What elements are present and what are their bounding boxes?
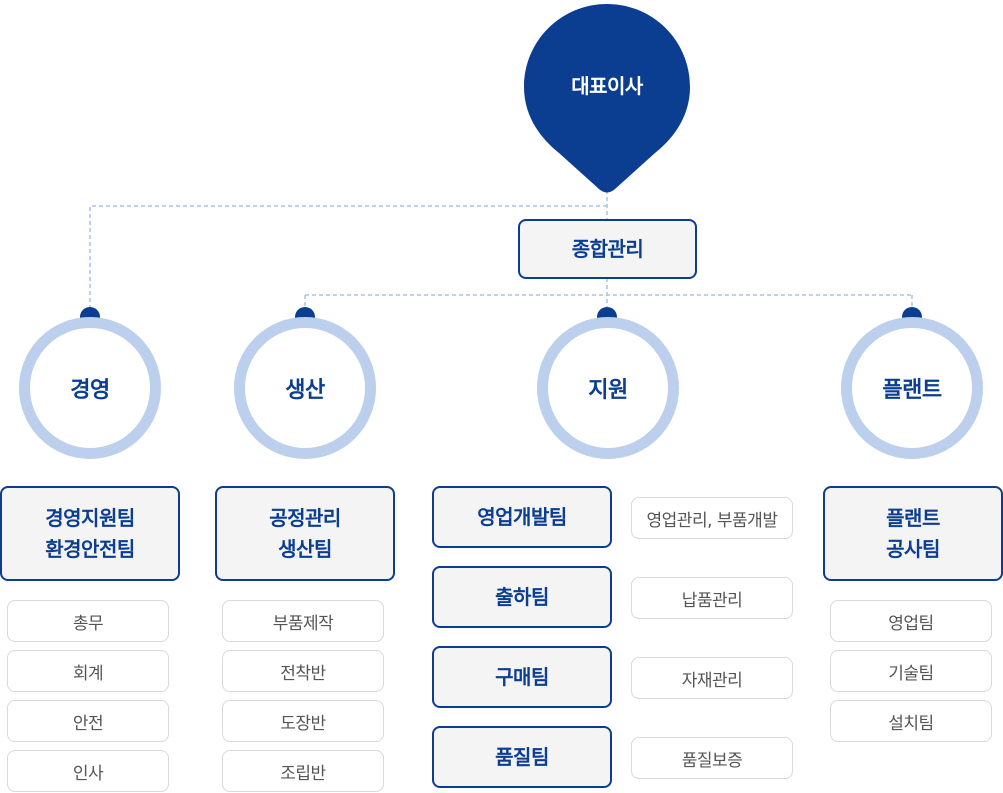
division-plant[interactable]: 플랜트 bbox=[841, 317, 983, 459]
division-kyungyoung[interactable]: 경영 bbox=[19, 317, 161, 459]
sub-item: 총무 bbox=[7, 600, 169, 642]
sub-item: 조립반 bbox=[222, 750, 384, 792]
team-box-saengsan[interactable]: 공정관리 생산팀 bbox=[215, 486, 395, 581]
duty-item: 납품관리 bbox=[631, 577, 793, 619]
division-saengsan[interactable]: 생산 bbox=[234, 317, 376, 459]
team-box-jiwon[interactable]: 영업개발팀 bbox=[432, 486, 612, 548]
ceo-label: 대표이사 bbox=[571, 74, 643, 98]
sub-item: 전착반 bbox=[222, 650, 384, 692]
sub-item: 안전 bbox=[7, 700, 169, 742]
sub-item: 기술팀 bbox=[830, 650, 992, 692]
division-jiwon[interactable]: 지원 bbox=[537, 317, 679, 459]
sub-item: 설치팀 bbox=[830, 700, 992, 742]
team-box-jiwon[interactable]: 품질팀 bbox=[432, 726, 612, 788]
duty-item: 자재관리 bbox=[631, 657, 793, 699]
sub-item: 회계 bbox=[7, 650, 169, 692]
team-box-kyungyoung[interactable]: 경영지원팀 환경안전팀 bbox=[0, 486, 180, 581]
duty-item: 품질보증 bbox=[631, 737, 793, 779]
team-box-jiwon[interactable]: 구매팀 bbox=[432, 646, 612, 708]
team-box-jiwon[interactable]: 출하팀 bbox=[432, 566, 612, 628]
duty-item: 영업관리, 부품개발 bbox=[631, 497, 793, 539]
ceo-pin-shape bbox=[524, 4, 690, 193]
sub-item: 영업팀 bbox=[830, 600, 992, 642]
sub-item: 인사 bbox=[7, 750, 169, 792]
team-box-plant[interactable]: 플랜트 공사팀 bbox=[823, 486, 1003, 581]
sub-item: 부품제작 bbox=[222, 600, 384, 642]
hub-box[interactable]: 종합관리 bbox=[518, 219, 697, 279]
division-label: 플랜트 bbox=[882, 378, 942, 403]
hub-label: 종합관리 bbox=[571, 236, 644, 261]
line-ceo-to-kyungyoung bbox=[89, 205, 607, 317]
division-label: 생산 bbox=[285, 378, 325, 403]
division-label: 경영 bbox=[70, 378, 110, 403]
division-label: 지원 bbox=[588, 378, 628, 403]
sub-item: 도장반 bbox=[222, 700, 384, 742]
